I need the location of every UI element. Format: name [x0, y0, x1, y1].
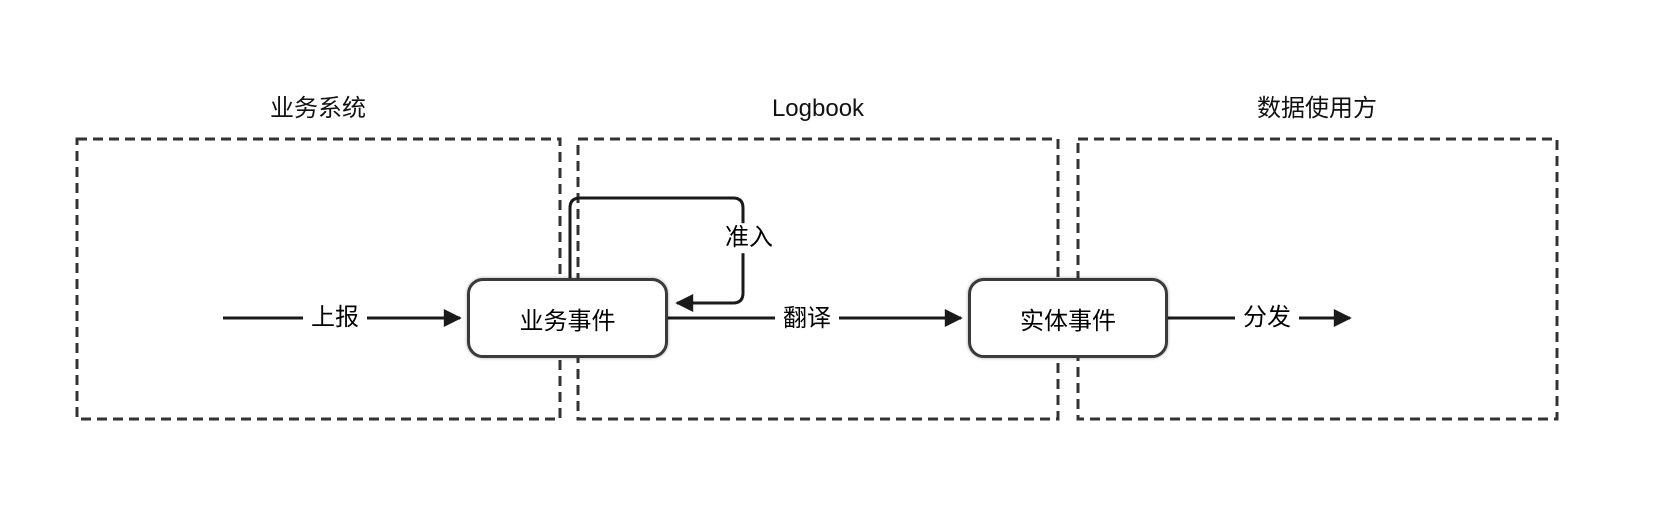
edge-label-report: 上报 — [303, 303, 367, 333]
edge-label-distribute: 分发 — [1235, 303, 1299, 333]
node-business-event: 业务事件 — [467, 278, 668, 358]
edge-admission-self-loop — [568, 196, 745, 312]
container-title-data-consumer: 数据使用方 — [1257, 95, 1377, 122]
container-business-system — [75, 137, 562, 421]
container-title-business-system: 业务系统 — [270, 95, 366, 122]
node-business-event-label: 业务事件 — [519, 307, 616, 335]
edge-label-admission: 准入 — [717, 223, 781, 253]
edge-label-translate: 翻译 — [775, 304, 839, 334]
container-title-logbook: Logbook — [771, 95, 865, 122]
node-entity-event-label: 实体事件 — [1020, 307, 1116, 335]
node-entity-event: 实体事件 — [968, 278, 1168, 358]
